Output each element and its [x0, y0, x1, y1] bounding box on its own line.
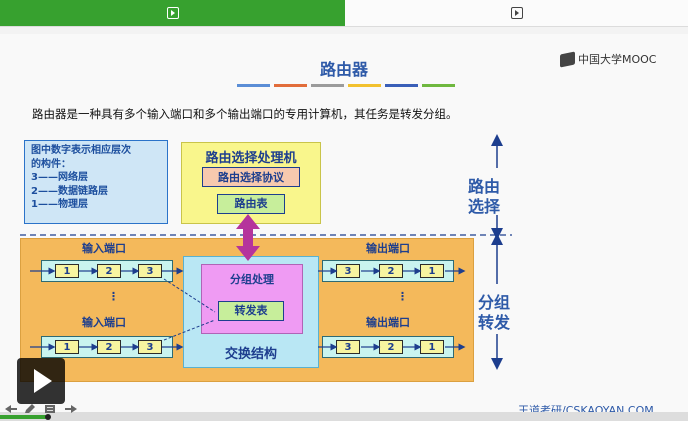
packet-processing-box: 分组处理 转发表: [201, 264, 303, 334]
routing-processor-title: 路由选择处理机: [205, 151, 297, 166]
input-port: 1 2 3: [41, 260, 173, 282]
bidirectional-arrow: [236, 214, 260, 261]
side-label-line: 选择: [468, 197, 501, 216]
slide-description: 路由器是一种具有多个输入端口和多个输出端口的专用计算机，其任务是转发分组。: [32, 107, 458, 121]
diagram-arrows: [30, 214, 466, 351]
forward-arrow-icon[interactable]: [64, 404, 78, 417]
output-port-label: 输出端口: [366, 316, 410, 329]
note-line: 2——数据链路层: [31, 185, 108, 197]
tab-video-1[interactable]: [0, 0, 345, 26]
play-icon: [166, 7, 179, 19]
title-color-bar: [385, 84, 418, 87]
routing-table-box: 路由表: [217, 194, 285, 214]
note-line: 3——网络层: [31, 172, 88, 183]
forwarding-table-box: 转发表: [218, 301, 284, 321]
note-line: 的构件：: [31, 158, 71, 170]
title-color-bar: [311, 84, 344, 87]
title-color-bars: [237, 84, 455, 87]
note-line: 图中数字表示相应层次: [31, 145, 131, 156]
switch-fabric-label: 交换结构: [224, 347, 277, 362]
routing-side-label: 路由 选择: [468, 177, 500, 217]
output-port: 3 2 1: [322, 336, 454, 358]
big-play-button[interactable]: [17, 358, 65, 404]
title-color-bar: [348, 84, 381, 87]
packet-processing-label: 分组处理: [230, 273, 274, 286]
back-arrow-icon[interactable]: [4, 404, 18, 417]
progress-fill: [0, 415, 49, 419]
tab-bar: [0, 0, 688, 27]
title-color-bar: [274, 84, 307, 87]
output-port: 3 2 1: [322, 260, 454, 282]
switch-fabric: 分组处理 转发表 交换结构: [183, 256, 319, 368]
progress-bar[interactable]: [0, 412, 688, 421]
output-port-label: 输出端口: [366, 242, 410, 255]
pen-icon[interactable]: [24, 404, 36, 417]
side-label-line: 分组: [478, 293, 511, 312]
input-port-label: 输入端口: [82, 242, 126, 255]
layer-cell: 1: [420, 340, 444, 354]
slide-title: 路由器: [319, 60, 368, 79]
side-label-line: 路由: [468, 177, 501, 196]
note-line: 1——物理层: [31, 199, 88, 210]
logo-text: 中国大学MOOC: [578, 53, 657, 66]
title-color-bar: [237, 84, 270, 87]
ellipsis: ⋮: [397, 290, 408, 303]
input-port-label: 输入端口: [82, 316, 126, 329]
list-icon[interactable]: [44, 404, 56, 417]
routing-protocol-box: 路由选择协议: [202, 167, 300, 187]
mooc-logo: 中国大学MOOC: [560, 50, 657, 68]
routing-processor: 路由选择处理机 路由选择协议 路由表: [181, 142, 321, 224]
ellipsis: ⋮: [108, 290, 119, 303]
diagram-lines: [20, 134, 512, 370]
layer-note-box: 图中数字表示相应层次 的构件： 3——网络层 2——数据链路层 1——物理层: [24, 140, 168, 224]
forwarding-side-label: 分组 转发: [478, 293, 510, 333]
layer-cell: 2: [97, 264, 121, 278]
slide-canvas: 路由器 中国大学MOOC 路由器是一种具有多个输入端口和多个输出端口的专用计算机…: [0, 34, 688, 417]
play-icon: [34, 369, 52, 393]
title-color-bar: [422, 84, 455, 87]
play-icon: [510, 7, 523, 19]
layer-cell: 1: [420, 264, 444, 278]
progress-knob[interactable]: [45, 414, 52, 420]
tab-video-2[interactable]: [345, 0, 688, 26]
side-label-line: 转发: [478, 313, 511, 332]
